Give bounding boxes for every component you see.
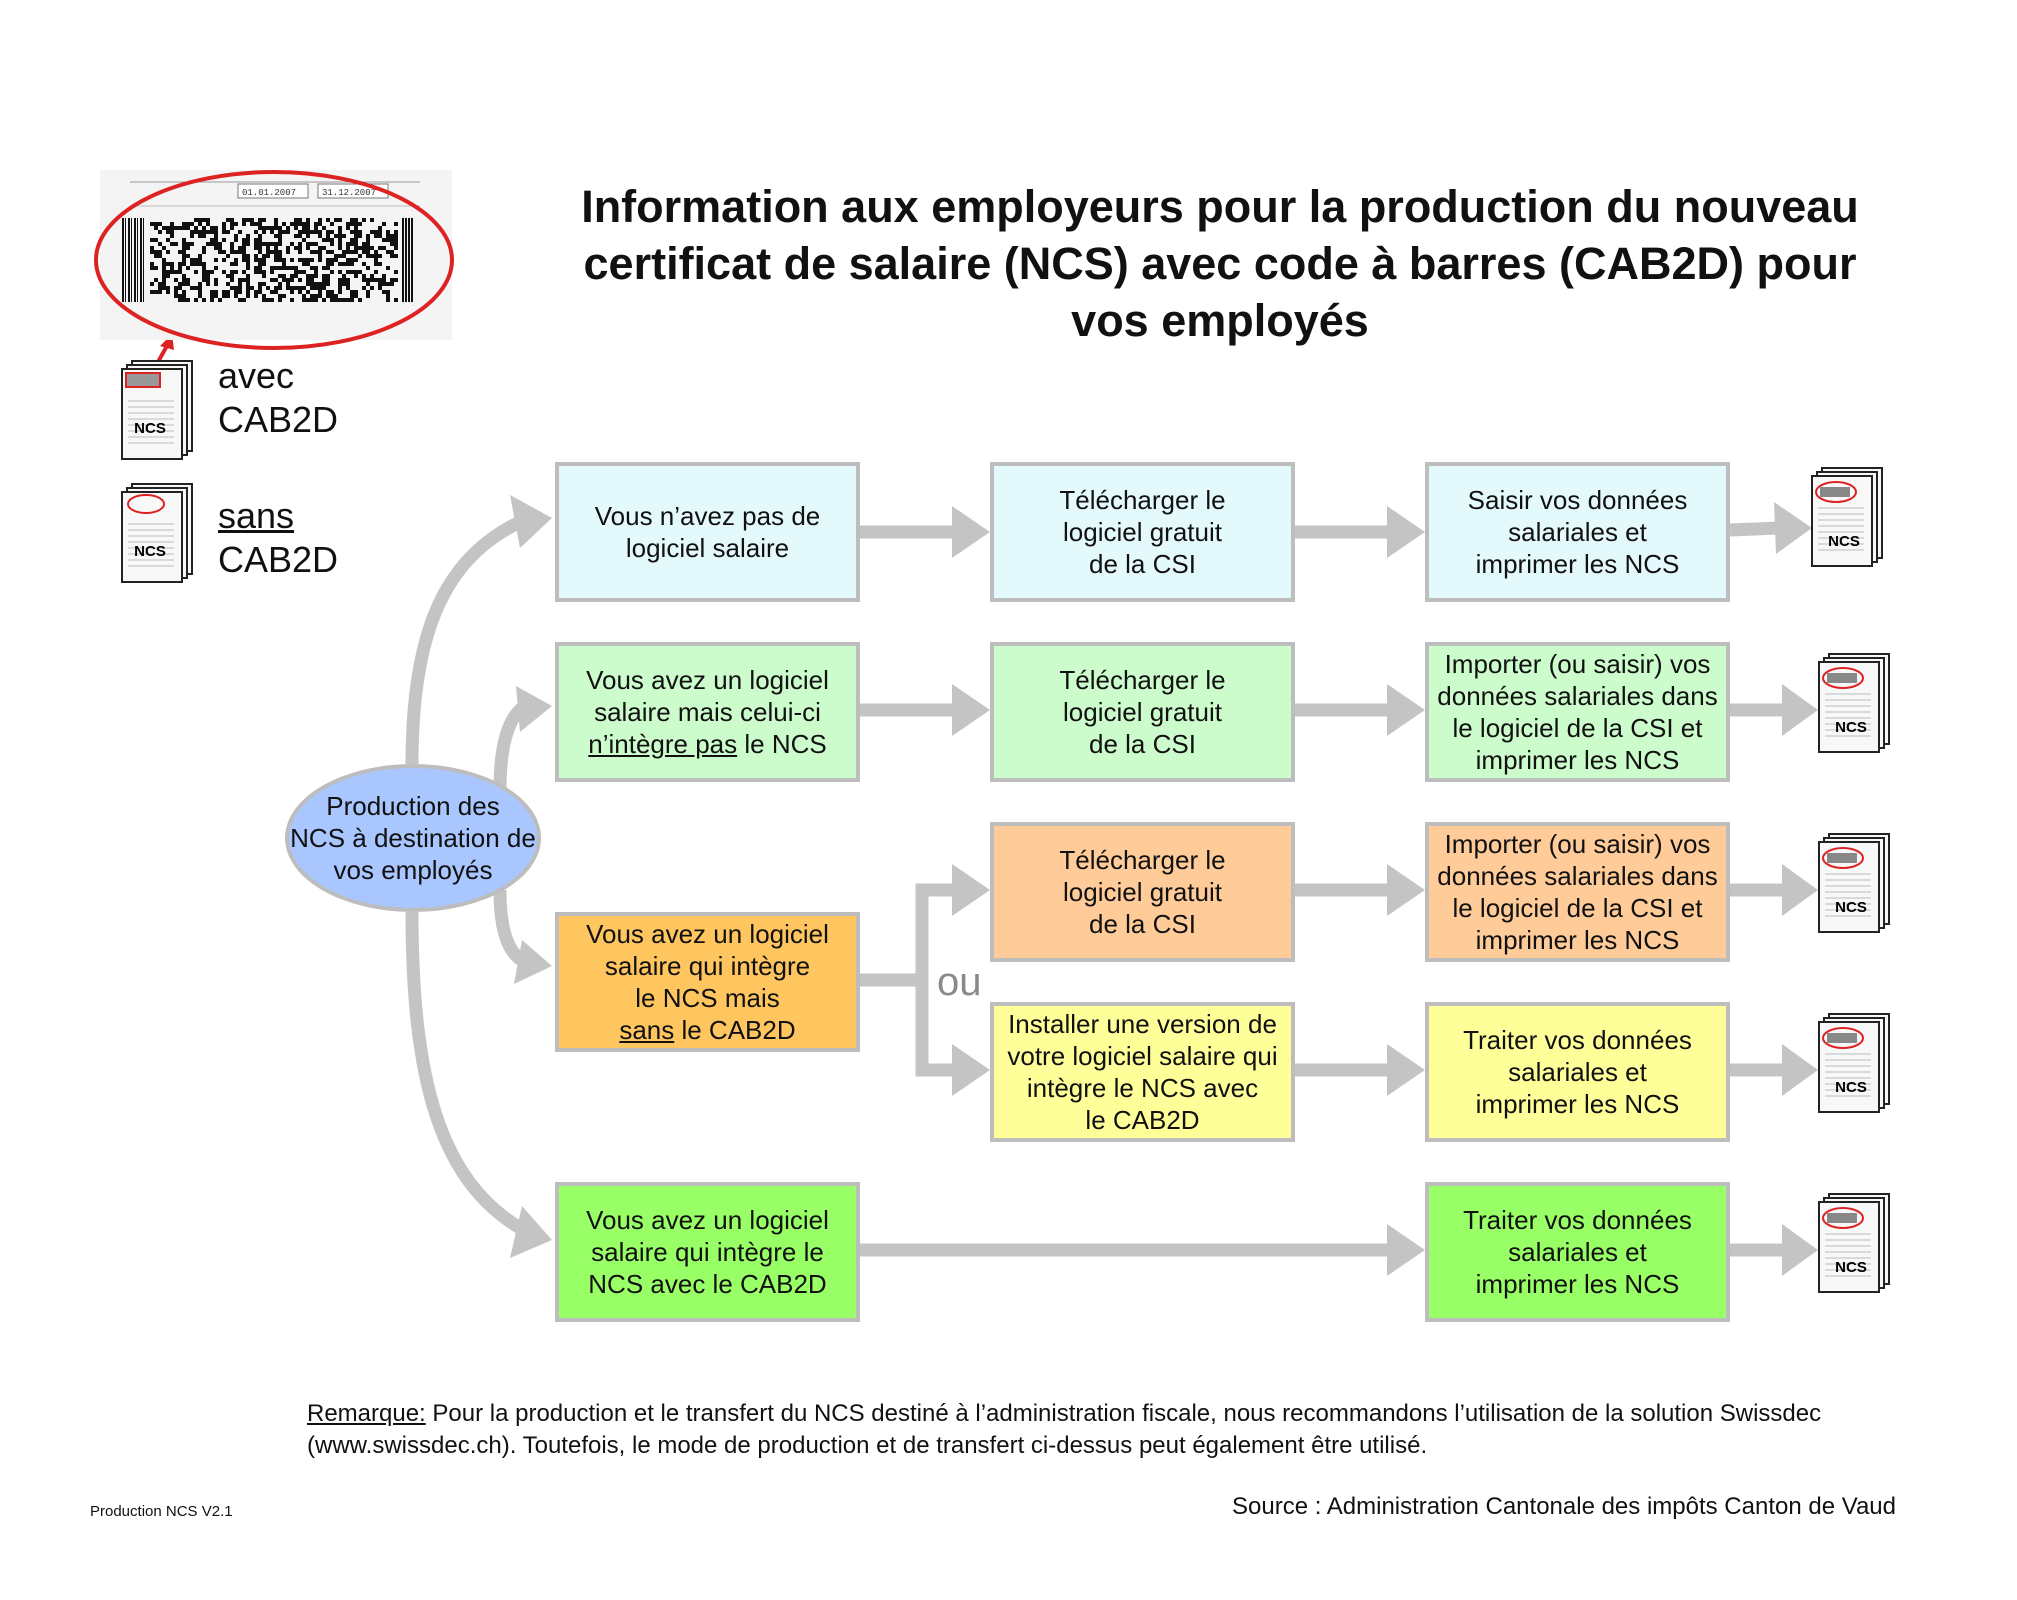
svg-text:NCS: NCS	[1835, 1259, 1867, 1276]
title-line-1: Information aux employeurs pour la produ…	[581, 181, 1859, 232]
result-doc-r1: NCS	[1811, 467, 1883, 567]
arrowhead-r2-end	[1387, 684, 1425, 736]
page-title: Information aux employeurs pour la produ…	[520, 178, 1920, 349]
arrowhead-r2-mid	[952, 684, 990, 736]
remark-label: Remarque:	[307, 1400, 426, 1427]
curve-to-row2	[493, 703, 527, 791]
version-label: Production NCS V2.1	[90, 1503, 233, 1520]
arrowhead-r3b-doc	[1782, 1044, 1818, 1096]
title-line-3: vos employés	[1071, 295, 1369, 346]
result-doc-r3b: NCS	[1818, 1013, 1890, 1113]
arrowhead-curve-row1	[510, 495, 552, 548]
legend-doc-without-barcode: NCS	[121, 483, 193, 583]
barcode-date-from: 01.01.2007	[242, 188, 296, 198]
result-doc-r2: NCS	[1818, 653, 1890, 753]
arrowhead-r3a-mid	[952, 864, 990, 916]
curve-to-row4	[405, 911, 524, 1234]
barcode-pattern	[122, 218, 413, 302]
result-doc-r4: NCS	[1818, 1193, 1890, 1293]
legend-doc-ncs-label-2: NCS	[134, 543, 166, 560]
arrowhead-r3b-end	[1387, 1044, 1425, 1096]
arrowhead-r3b-mid	[952, 1044, 990, 1096]
arrowhead-r1-mid	[952, 506, 990, 558]
arrowhead-r2-doc	[1782, 684, 1818, 736]
svg-text:NCS: NCS	[1835, 1079, 1867, 1096]
or-label: ou	[937, 960, 982, 1004]
legend-with-label: avec CAB2D	[218, 355, 339, 440]
r1-end-to-doc	[1729, 521, 1781, 537]
source-label: Source : Administration Cantonale des im…	[1232, 1493, 1896, 1520]
arrowhead-curve-row4	[510, 1206, 552, 1258]
barcode-zoom-illustration: 01.01.2007 31.12.2007	[94, 170, 454, 350]
r3-branch-low	[915, 980, 955, 1077]
svg-text:NCS: NCS	[1828, 533, 1860, 550]
legend-doc-ncs-label-1: NCS	[134, 420, 166, 437]
result-doc-r3a: NCS	[1818, 833, 1890, 933]
legend-doc-with-barcode: NCS	[121, 360, 193, 460]
r3-branch	[858, 883, 955, 987]
arrowhead-r3a-end	[1387, 864, 1425, 916]
remark-text: Pour la production et le transfert du NC…	[307, 1400, 1822, 1459]
legend-without-label: sans CAB2D	[218, 495, 339, 580]
arrowhead-curve-row3	[514, 940, 552, 984]
remark-note: Remarque: Pour la production et le trans…	[307, 1398, 1947, 1462]
svg-text:NCS: NCS	[1835, 719, 1867, 736]
arrowhead-r1-end	[1387, 506, 1425, 558]
arrowhead-r1-doc	[1774, 502, 1812, 554]
arrowhead-r4-doc	[1782, 1224, 1818, 1276]
center-production-ellipse: Production des NCS à destination de vos …	[285, 764, 541, 912]
barcode-date-to: 31.12.2007	[322, 188, 376, 198]
arrowhead-r4-end	[1387, 1224, 1425, 1276]
arrowhead-curve-row2	[516, 686, 552, 732]
curve-to-row1	[405, 516, 523, 765]
svg-text:NCS: NCS	[1835, 899, 1867, 916]
arrowhead-r3a-doc	[1782, 864, 1818, 916]
title-line-2: certificat de salaire (NCS) avec code à …	[583, 238, 1857, 289]
